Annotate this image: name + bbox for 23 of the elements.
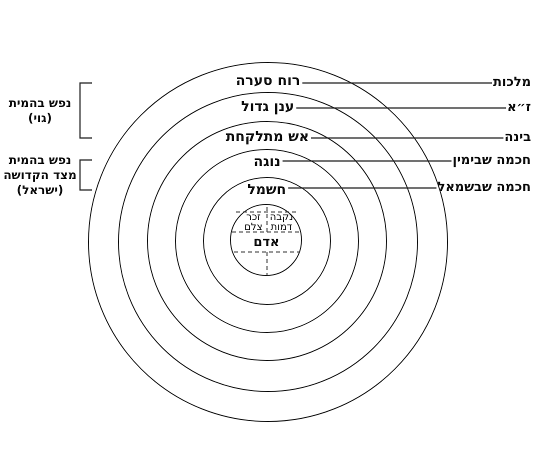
ring-circle bbox=[147, 121, 388, 362]
ring-label: רוח סערה bbox=[236, 73, 300, 89]
ring-label: חשמל bbox=[247, 182, 286, 198]
side-label: מלכות bbox=[493, 74, 531, 92]
cell-text: זכר צלם bbox=[243, 213, 264, 234]
leader-line bbox=[302, 82, 492, 84]
bracket-label: נפש בהמית מצד הקדושה (ישראל) bbox=[2, 152, 78, 198]
cell-text: אדם bbox=[253, 235, 280, 250]
leader-line bbox=[311, 137, 504, 139]
bracket-label: נפש בהמית (גוי) bbox=[8, 96, 72, 126]
ring-label: ענן גדול bbox=[241, 98, 294, 115]
leader-line bbox=[296, 107, 506, 109]
ring-circle bbox=[118, 92, 418, 392]
leader-line bbox=[288, 187, 436, 189]
cell-text: נקבה דמות bbox=[269, 213, 294, 234]
leader-line bbox=[282, 160, 452, 162]
ring-circle bbox=[175, 149, 360, 334]
ring-label: נוגה bbox=[254, 154, 281, 170]
side-label: בינה bbox=[504, 129, 531, 147]
side-label: חכמה שבימין bbox=[452, 152, 531, 170]
side-label: ז״א bbox=[507, 99, 531, 117]
ring-label: אש מתלקחת bbox=[226, 129, 310, 146]
ring-circle bbox=[202, 176, 331, 305]
